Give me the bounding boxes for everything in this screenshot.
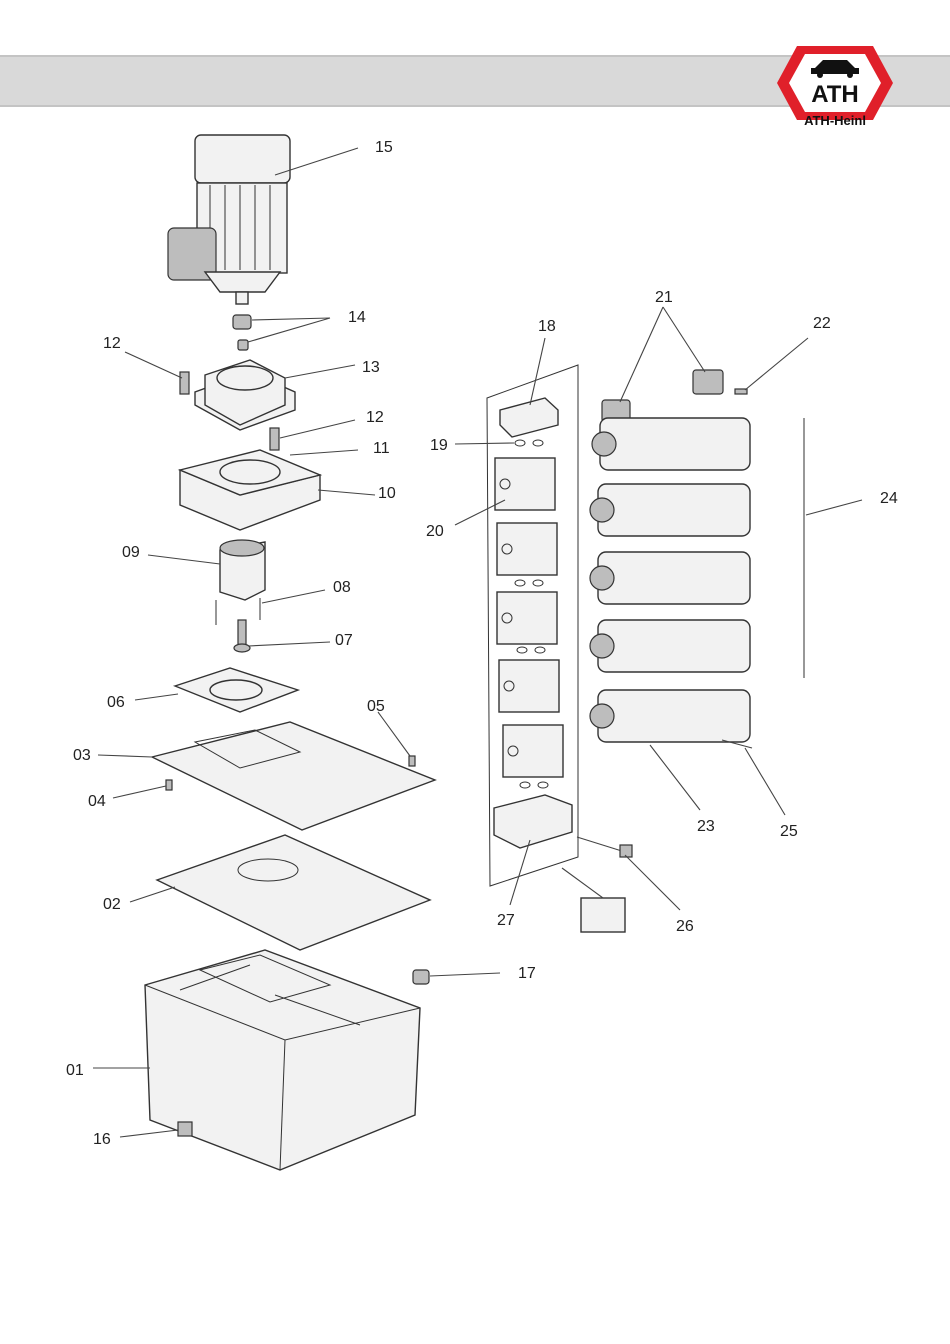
label-13: 13 (362, 359, 380, 376)
base-plate (494, 795, 572, 848)
label-22: 22 (813, 315, 831, 332)
label-27: 27 (497, 912, 515, 929)
screw-12b (270, 428, 279, 450)
drain-plug (178, 1122, 192, 1136)
label-01: 01 (66, 1062, 84, 1079)
cover-plate (152, 722, 435, 830)
label-11: 11 (373, 440, 390, 457)
callout-box (581, 898, 625, 932)
filler-cap (413, 970, 429, 984)
label-23: 23 (697, 818, 715, 835)
label-06: 06 (107, 694, 125, 711)
screw-12a (180, 372, 189, 394)
label-02: 02 (103, 896, 121, 913)
label-17: 17 (518, 965, 536, 982)
label-07: 07 (335, 632, 353, 649)
label-10: 10 (378, 485, 396, 502)
bell-housing (195, 360, 295, 430)
suction-pipe (234, 620, 250, 652)
oil-tank (145, 950, 420, 1170)
coupling (233, 315, 251, 350)
screw-04 (166, 780, 172, 790)
label-14: 14 (348, 309, 366, 326)
label-15: 15 (375, 139, 393, 156)
end-plate (500, 398, 558, 437)
motor (168, 135, 290, 304)
label-12a: 12 (103, 335, 121, 352)
label-09: 09 (122, 544, 140, 561)
label-04: 04 (88, 793, 106, 810)
solenoid-valves (590, 418, 750, 742)
label-08: 08 (333, 579, 351, 596)
gear-pump (220, 540, 265, 600)
label-25: 25 (780, 823, 798, 840)
label-26: 26 (676, 918, 694, 935)
manifold-block (180, 450, 320, 530)
screw-05 (409, 756, 415, 766)
label-05: 05 (367, 698, 385, 715)
label-19: 19 (430, 437, 448, 454)
label-12b: 12 (366, 409, 384, 426)
label-16: 16 (93, 1131, 111, 1148)
label-24: 24 (880, 490, 898, 507)
long-bolt (577, 837, 632, 857)
label-18: 18 (538, 318, 556, 335)
label-03: 03 (73, 747, 91, 764)
label-20: 20 (426, 523, 444, 540)
solenoid-connectors (602, 370, 723, 422)
sub-plates (495, 458, 563, 777)
tank-gasket (157, 835, 430, 950)
label-21: 21 (655, 289, 673, 306)
